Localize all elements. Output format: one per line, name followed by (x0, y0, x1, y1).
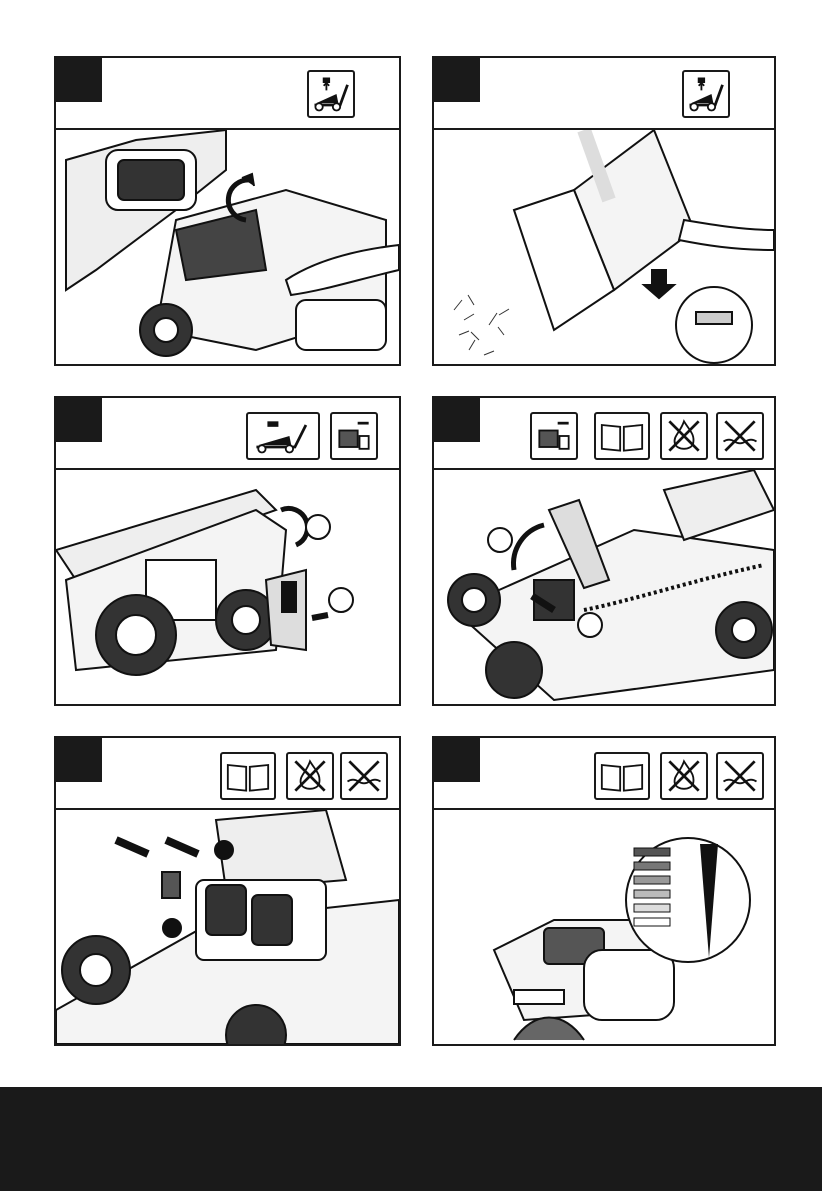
step-panel-4 (432, 396, 776, 706)
no-water-icon (716, 412, 764, 460)
battery-remove-icon (330, 412, 378, 460)
no-fire-icon (660, 412, 708, 460)
no-fire-icon (286, 752, 334, 800)
step-panel-1 (54, 56, 401, 366)
step-number (56, 58, 102, 102)
step-number (434, 398, 480, 442)
step-number (56, 738, 102, 782)
illustration-open-rear-flap (56, 130, 399, 364)
battery-remove-icon (530, 412, 578, 460)
step-panel-3 (54, 396, 401, 706)
illustration-empty-grass-bag (434, 130, 774, 364)
manual-book-icon (594, 412, 650, 460)
step-number (434, 738, 480, 782)
mower-cut-height-icon (246, 412, 320, 460)
no-water-icon (716, 752, 764, 800)
step-number (434, 58, 480, 102)
mower-cut-height-icon (682, 70, 730, 118)
no-fire-icon (660, 752, 708, 800)
manual-book-icon (594, 752, 650, 800)
step-number (56, 398, 102, 442)
illustration-remove-safety-key (56, 470, 399, 704)
step-panel-5 (54, 736, 401, 1046)
manual-book-icon (220, 752, 276, 800)
panel-header (434, 738, 774, 810)
panel-header (56, 398, 399, 470)
mower-cut-height-icon (307, 70, 355, 118)
no-water-icon (340, 752, 388, 800)
panel-header (434, 398, 774, 470)
step-panel-2 (432, 56, 776, 366)
illustration-battery-charge-indicator (434, 810, 774, 1044)
illustration-remove-battery-lift-cover (434, 470, 774, 704)
panel-header (56, 738, 399, 810)
panel-header (56, 58, 399, 130)
panel-header (434, 58, 774, 130)
illustration-insert-batteries (56, 810, 399, 1044)
footer-bar (0, 1087, 822, 1191)
step-panel-6 (432, 736, 776, 1046)
